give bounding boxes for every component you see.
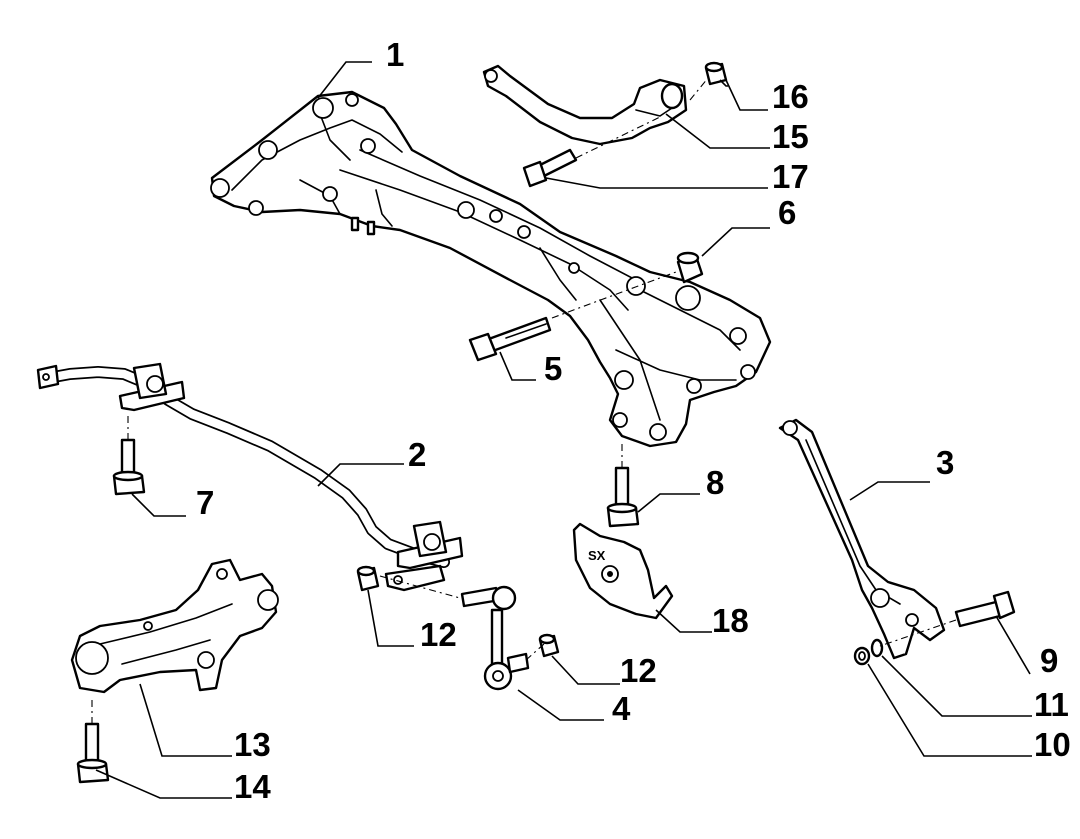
upper-control-arm <box>482 64 688 146</box>
nut-12-left <box>356 565 380 592</box>
bolt-9 <box>954 590 1016 628</box>
callout-18: 18 <box>712 602 749 639</box>
bolt-17 <box>522 148 578 188</box>
callout-9: 9 <box>1040 642 1058 679</box>
callout-6: 6 <box>778 194 796 231</box>
callout-17: 17 <box>772 158 809 195</box>
callout-15: 15 <box>772 118 809 155</box>
callout-1: 1 <box>386 36 404 73</box>
callout-12-left: 12 <box>420 616 457 653</box>
callout-5: 5 <box>544 350 562 387</box>
callout-11: 11 <box>1034 686 1069 723</box>
bolt-7 <box>112 438 146 496</box>
assembly-centerlines <box>91 77 957 724</box>
callout-4: 4 <box>612 690 631 727</box>
callout-labels: 1 2 3 4 5 6 7 8 9 10 11 12 12 13 14 15 1… <box>196 36 1071 805</box>
protective-shield: SX <box>572 522 674 620</box>
callout-2: 2 <box>408 436 426 473</box>
shield-stamp: SX <box>588 548 606 563</box>
callout-3: 3 <box>936 444 954 481</box>
bushing-6 <box>676 251 704 284</box>
anti-roll-bar <box>36 362 464 592</box>
callout-16: 16 <box>772 78 809 115</box>
callout-8: 8 <box>706 464 724 501</box>
bolt-8 <box>606 466 640 528</box>
rear-subframe <box>210 90 772 448</box>
callout-14: 14 <box>234 768 271 805</box>
bolt-5 <box>468 316 552 362</box>
stabiliser-link <box>460 585 530 691</box>
callout-7: 7 <box>196 484 214 521</box>
callout-10: 10 <box>1034 726 1071 763</box>
nut-12-right <box>538 633 560 658</box>
callout-13: 13 <box>234 726 271 763</box>
leader-lines <box>95 61 1032 799</box>
trailing-link <box>778 418 946 660</box>
washer-11 <box>870 638 884 658</box>
hub-carrier <box>70 558 279 694</box>
nut-10 <box>853 646 871 666</box>
nut-16 <box>704 61 728 86</box>
callout-12-right: 12 <box>620 652 657 689</box>
